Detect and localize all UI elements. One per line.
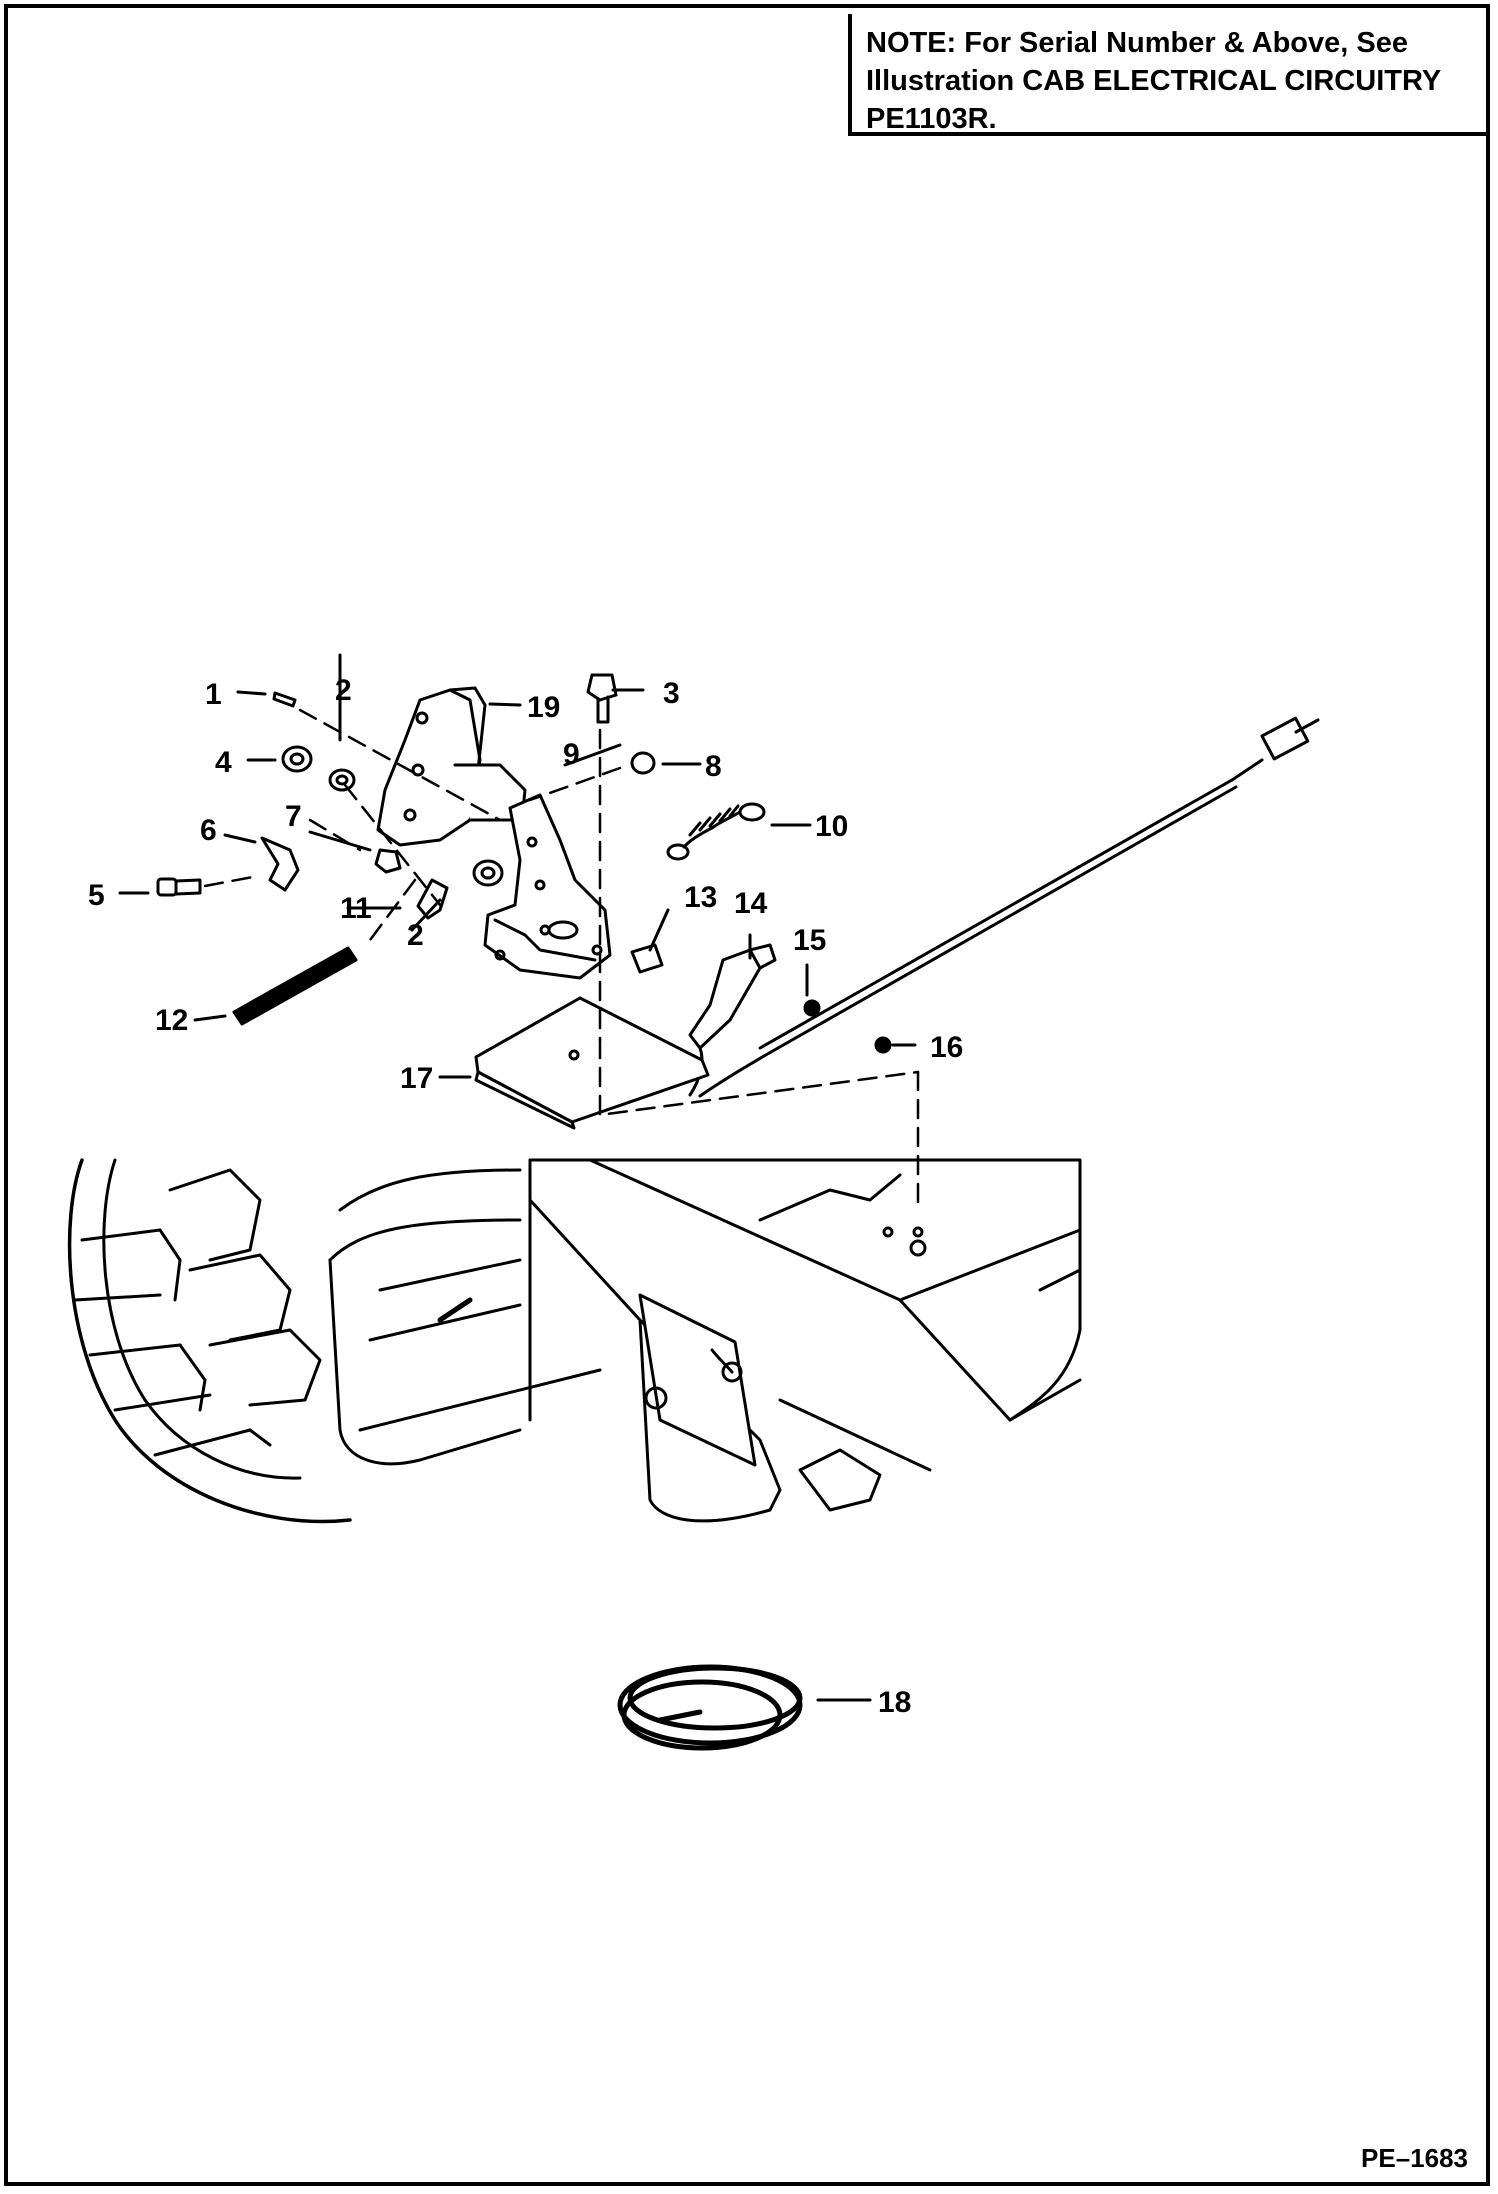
stud-part-7 [374,848,402,874]
callout-6: 6 [200,814,217,847]
callout-10: 10 [815,810,848,843]
callout-15: 15 [793,924,826,957]
nut-part-16 [874,1036,892,1054]
bolt-part-5 [156,877,202,897]
bolt-part-13 [630,943,664,974]
callout-9: 9 [563,738,580,771]
assembly-lines [203,708,920,1212]
callout-8: 8 [705,750,722,783]
leader-lines [118,653,917,1702]
note-line-1: NOTE: For Serial Number & Above, See [866,27,1408,59]
nut-part-8 [630,751,656,775]
bolt-part-3 [586,673,618,724]
callout-5: 5 [88,879,105,912]
callout-11: 11 [340,892,372,925]
hose-part-18 [617,1664,803,1751]
washer-part-2b [472,859,504,887]
callout-14: 14 [734,887,768,920]
nut-part-4 [281,745,313,773]
pin-part-1 [272,691,297,708]
callout-16: 16 [930,1031,963,1064]
callout-2b: 2 [407,919,424,952]
clip-part-11 [416,878,449,920]
callout-3: 3 [663,677,680,710]
note-line-2: Illustration CAB ELECTRICAL CIRCUITRY [866,65,1442,97]
note-box: NOTE: For Serial Number & Above, See Ill… [848,14,1489,136]
nut-part-15 [803,999,821,1017]
page-border [4,4,1490,2186]
callout-1: 1 [205,678,222,711]
callout-19: 19 [527,691,560,724]
clamp-part-6 [260,836,300,892]
machine-frame [67,1158,1082,1524]
callout-17: 17 [400,1062,433,1095]
callout-labels: 1 2 3 4 5 6 7 8 9 10 11 2 12 13 14 15 16… [88,674,963,1719]
note-line-3: PE1103R. [866,103,997,135]
callout-7: 7 [285,800,302,833]
callout-13: 13 [684,881,717,914]
figure-id: PE–1683 [1361,2143,1468,2173]
spring-part-10 [666,802,766,861]
callout-4: 4 [215,746,232,779]
floor-plate-part-17 [474,996,710,1130]
callout-12: 12 [155,1004,188,1037]
rod-part-12 [232,946,358,1026]
callout-2: 2 [335,674,352,707]
callout-18: 18 [878,1686,911,1719]
cable-harness [698,716,1320,1098]
mount-bracket [376,686,527,847]
washer-part-2 [328,768,356,792]
pedal-assembly [483,793,612,980]
